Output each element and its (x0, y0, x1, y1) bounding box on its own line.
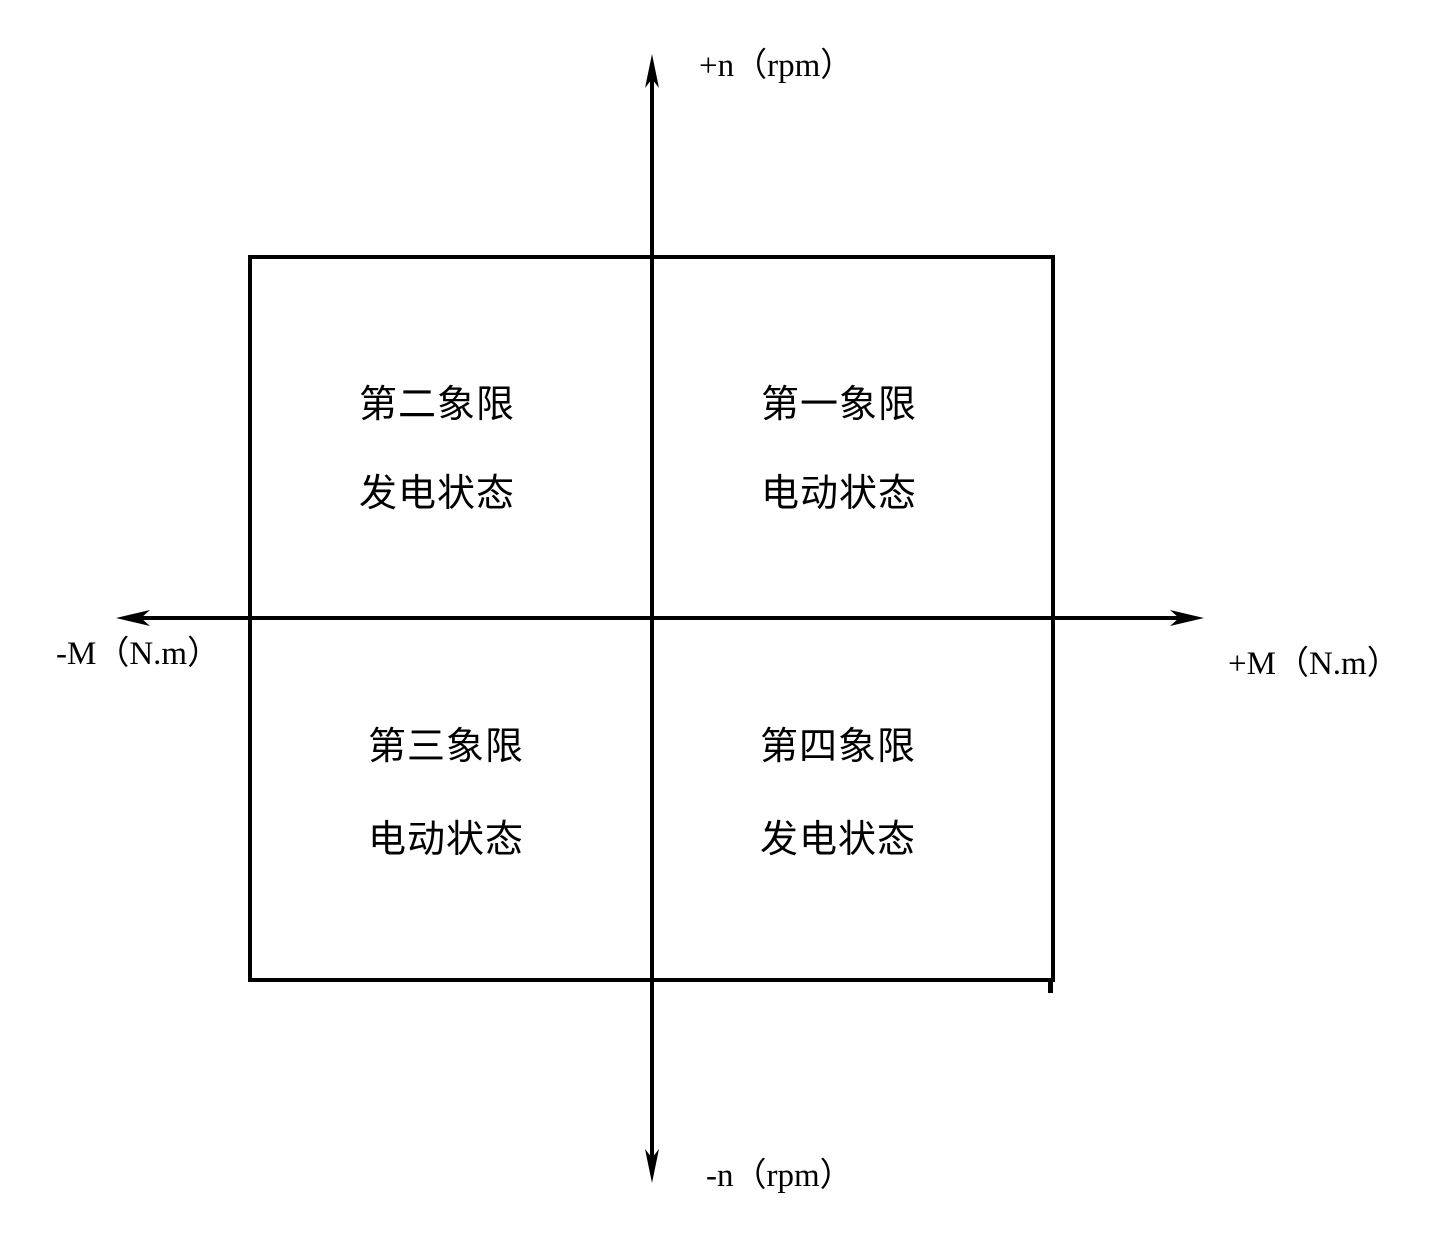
axis-label-positive-m: +M（N.m） (1228, 646, 1400, 682)
arrowhead-up-icon (645, 54, 659, 88)
axis-label-negative-n: -n（rpm） (706, 1158, 853, 1194)
quadrant-2-state: 发电状态 (358, 473, 516, 515)
quadrant-3-state: 电动状态 (367, 819, 525, 861)
quadrant-3-title: 第三象限 (367, 726, 525, 768)
quadrant-4-state: 发电状态 (759, 819, 917, 861)
axis-label-positive-n: +n（rpm） (699, 48, 854, 84)
box-right-edge-overshoot (1048, 978, 1053, 993)
quadrant-box (248, 255, 1055, 982)
quadrant-1-title: 第一象限 (760, 384, 918, 426)
quadrant-2-title: 第二象限 (358, 384, 516, 426)
arrowhead-down-icon (645, 1149, 659, 1183)
arrowhead-left-icon (116, 610, 150, 626)
quadrant-1-state: 电动状态 (760, 473, 918, 515)
quadrant-4-title: 第四象限 (759, 726, 917, 768)
arrowhead-right-icon (1170, 610, 1204, 626)
axis-label-negative-m: -M（N.m） (56, 636, 221, 672)
